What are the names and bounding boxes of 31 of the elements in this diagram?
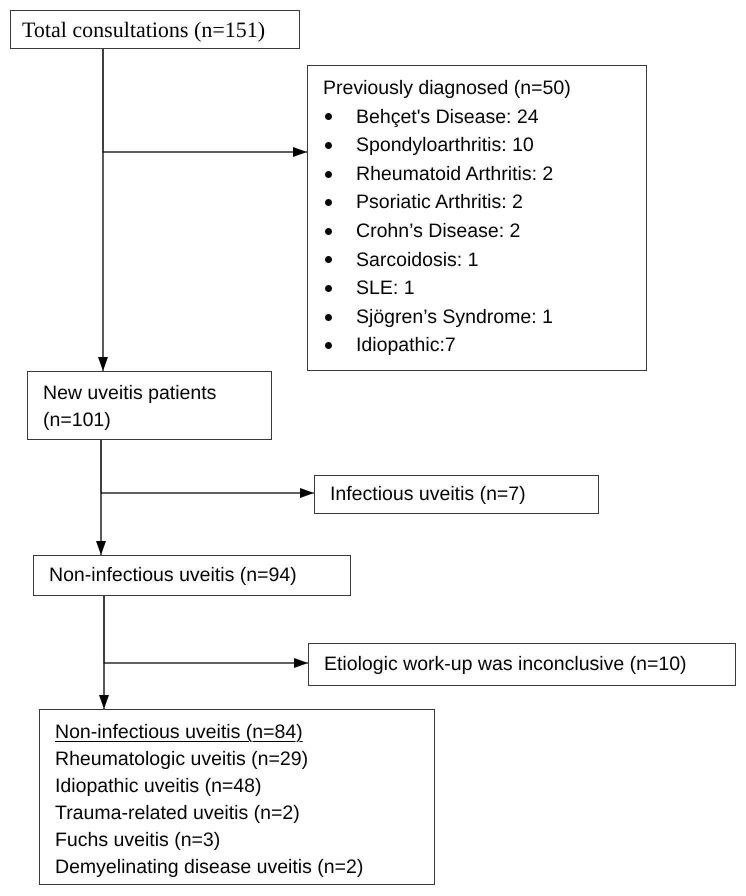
list-heading: Previously diagnosed (n=50) bbox=[323, 76, 571, 101]
list-item: SLE: 1 bbox=[356, 276, 415, 302]
list-item: Rheumatologic uveitis (n=29) bbox=[55, 747, 308, 772]
process-box bbox=[39, 709, 435, 885]
box-label: Infectious uveitis (n=7) bbox=[330, 482, 526, 507]
process-box bbox=[308, 643, 736, 686]
process-box bbox=[33, 555, 351, 596]
process-box bbox=[307, 65, 647, 371]
list-item: Idiopathic uveitis (n=48) bbox=[55, 774, 262, 799]
list-item: Crohn’s Disease: 2 bbox=[356, 218, 520, 244]
list-item: Fuchs uveitis (n=3) bbox=[55, 828, 220, 853]
box-label: Non-infectious uveitis (n=94) bbox=[49, 563, 297, 588]
box-label: New uveitis patients (n=101) bbox=[43, 381, 218, 433]
list-item: Sjögren’s Syndrome: 1 bbox=[356, 304, 553, 330]
process-box bbox=[314, 475, 599, 514]
flow-arrow bbox=[96, 440, 106, 555]
list-item: Trauma-related uveitis (n=2) bbox=[55, 801, 300, 826]
list-item: Sarcoidosis: 1 bbox=[356, 248, 478, 273]
box-label: Etiologic work-up was inconclusive (n=10) bbox=[324, 652, 687, 677]
process-box bbox=[27, 371, 272, 440]
list-item: Psoriatic Arthritis: 2 bbox=[356, 190, 523, 216]
list-item: Rheumatoid Arthritis: 2 bbox=[356, 162, 554, 187]
flow-arrow bbox=[98, 49, 108, 371]
list-item: Demyelinating disease uveitis (n=2) bbox=[55, 855, 364, 880]
list-heading: Non-infectious uveitis (n=84) bbox=[55, 720, 303, 745]
box-label: Total consultations (n=151) bbox=[22, 16, 266, 44]
list-item: Idiopathic:7 bbox=[356, 333, 456, 358]
flow-arrow bbox=[99, 596, 109, 709]
process-box bbox=[10, 10, 300, 49]
list-item: Behçet's Disease: 24 bbox=[356, 104, 539, 130]
list-item: Spondyloarthritis: 10 bbox=[356, 133, 534, 158]
